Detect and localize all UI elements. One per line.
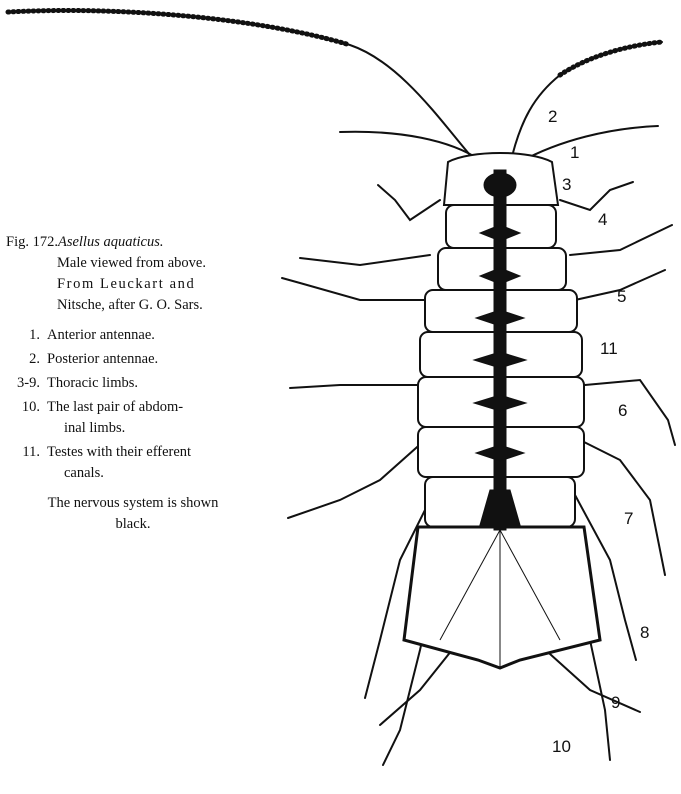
species-name: Asellus aquaticus. [58, 234, 164, 250]
label-10: 10 [552, 737, 571, 756]
figure-caption: Fig. 172.Asellus aquaticus. Male viewed … [0, 232, 272, 535]
caption-line: Male viewed from above. [0, 253, 272, 274]
legend-text: The last pair of abdom-inal limbs. [40, 397, 183, 439]
label-7: 7 [624, 509, 633, 528]
label-9: 9 [611, 693, 620, 712]
legend-item: 3-9.Thoracic limbs. [0, 373, 272, 394]
legend-number: 11. [0, 442, 40, 484]
legend-item: 2.Posterior antennae. [0, 349, 272, 370]
nervous-system-note: The nervous system is shown black. [0, 493, 272, 535]
legend-text: Posterior antennae. [40, 349, 158, 370]
caption-line: Nitsche, after G. O. Sars. [0, 295, 272, 316]
caption-heading: Fig. 172.Asellus aquaticus. [0, 232, 272, 253]
legend-text-line: The last pair of abdom- [47, 399, 183, 415]
note-line: The nervous system is shown [0, 493, 266, 514]
legend-number: 1. [0, 325, 40, 346]
legend-item: 10.The last pair of abdom-inal limbs. [0, 397, 272, 439]
note-line: black. [0, 514, 266, 535]
legend-item: 1.Anterior antennae. [0, 325, 272, 346]
legend-text-line: Testes with their efferent [47, 444, 191, 460]
fig-label: Fig. 172. [6, 234, 58, 250]
label-6: 6 [618, 401, 627, 420]
legend-text: Thoracic limbs. [40, 373, 138, 394]
legend-number: 10. [0, 397, 40, 439]
label-2: 2 [548, 107, 557, 126]
legend-text-line: canals. [47, 463, 191, 484]
legend-text-line: inal limbs. [47, 418, 183, 439]
label-11: 11 [600, 339, 618, 358]
label-3: 3 [562, 175, 571, 194]
label-5: 5 [617, 287, 626, 306]
label-4: 4 [598, 210, 607, 229]
caption-line: From Leuckart and [0, 274, 272, 295]
legend-number: 3-9. [0, 373, 40, 394]
antennae [8, 10, 662, 165]
legend-text: Testes with their efferent canals. [40, 442, 191, 484]
label-1: 1 [570, 143, 579, 162]
legend-number: 2. [0, 349, 40, 370]
figure-legend: 1.Anterior antennae. 2.Posterior antenna… [0, 325, 272, 484]
legend-text: Anterior antennae. [40, 325, 155, 346]
label-8: 8 [640, 623, 649, 642]
legend-item: 11. Testes with their efferent canals. [0, 442, 272, 484]
